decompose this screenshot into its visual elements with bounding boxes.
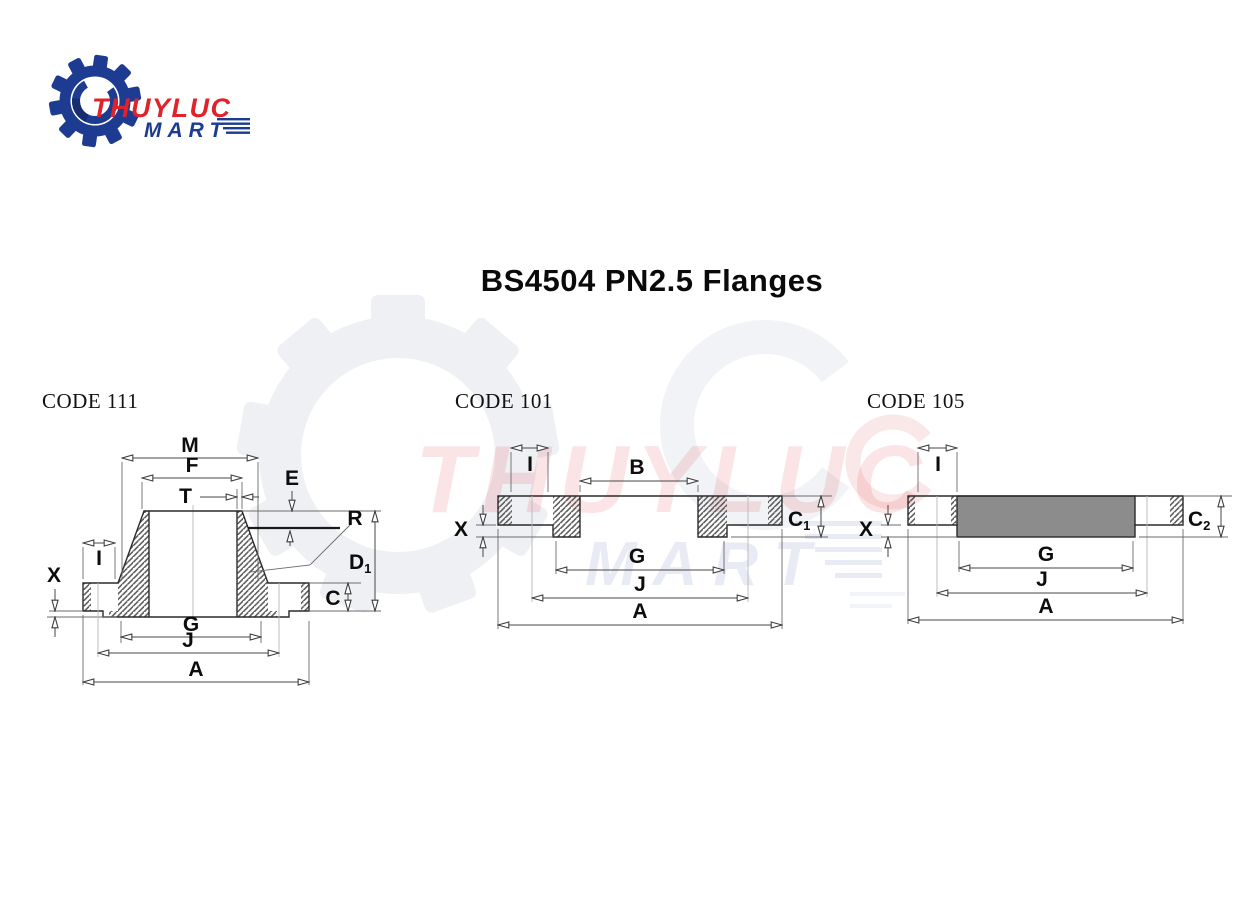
dim-label-a: A [1038,595,1053,618]
code-111-label: CODE 111 [42,389,139,413]
logo-sub-text: MART [144,119,228,142]
code-105-label: CODE 105 [867,389,965,413]
logo-speed-lines [217,118,250,134]
section-hatching [908,496,1183,525]
dim-label-x: X [454,518,468,541]
dim-label-g: G [1038,543,1054,566]
dimension-labels: I X C2 G J A [859,453,1210,618]
dim-label-a: A [188,658,203,681]
watermark-c-arc [660,320,870,530]
page-title: BS4504 PN2.5 Flanges [480,263,824,298]
dim-label-i: I [935,453,941,476]
logo-brand-text: THUYLUC [92,93,232,123]
section-hatching [83,511,309,617]
logo-gear-icon [48,54,142,148]
flange-outline [497,495,783,538]
dim-label-j: J [1036,568,1048,591]
dim-label-c2: C2 [1188,508,1210,533]
flange-outline [82,510,310,618]
watermark-speed-lines [795,521,905,608]
solid-blind-section [956,495,1136,538]
weld-neck-flange-drawing: M F T E R D1 C I X G J A [47,434,381,725]
extension-lines [476,452,832,629]
dim-label-t: T [179,485,192,508]
dim-label-j: J [182,629,194,652]
dim-label-c1: C1 [788,508,810,533]
extension-lines [47,462,381,685]
dim-label-r: R [347,507,362,530]
radius-leader-line [249,524,351,573]
dim-label-x: X [859,518,873,541]
extension-lines [881,452,1232,624]
dim-label-g: G [183,613,199,636]
company-logo: THUYLUC MART [48,54,250,148]
dim-label-g: G [629,545,645,568]
watermark-sub-text: MART [585,530,827,599]
flange-outline [907,495,1184,526]
dim-label-d1: D1 [349,551,371,576]
dimension-lines [55,458,375,682]
dim-label-c: C [325,587,340,610]
dim-label-j: J [634,573,646,596]
dim-label-m: M [181,434,199,457]
dimension-lines [888,448,1221,620]
dim-label-a: A [632,600,647,623]
blind-flange-drawing: I X C2 G J A [859,430,1232,624]
section-hatching [498,496,782,537]
dim-label-x: X [47,564,61,587]
dim-label-i: I [527,453,533,476]
dim-label-f: F [186,454,199,477]
dim-label-i: I [96,547,102,570]
dim-label-e: E [285,467,299,490]
code-101-label: CODE 101 [455,389,553,413]
watermark-pink-c-arc [845,414,941,510]
watermark-gear-icon [236,295,941,613]
dimension-lines [483,448,821,625]
dimension-labels: I B X C1 G J A [454,453,810,623]
plate-flange-drawing: I B X C1 G J A [454,430,832,629]
dimension-labels: M F T E R D1 C I X G J A [47,434,371,681]
dim-label-b: B [629,456,644,479]
